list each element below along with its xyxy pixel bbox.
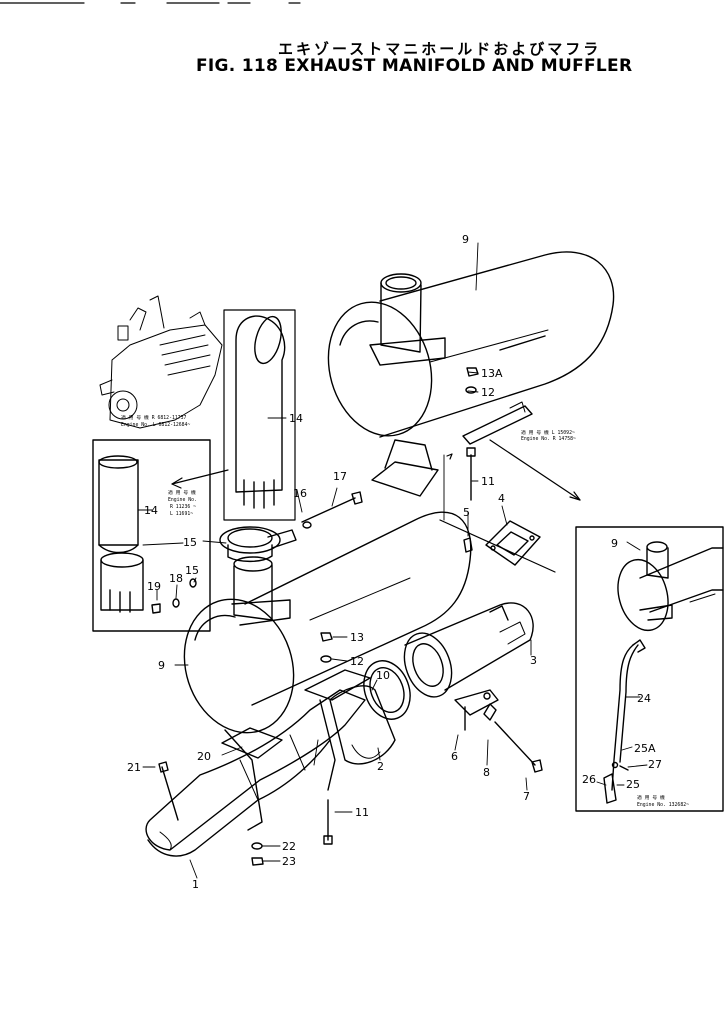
note-left-inset-3: R 11236 ~ <box>170 504 196 510</box>
callout-15-main: 15 <box>183 536 197 549</box>
callout-1: 1 <box>192 878 199 891</box>
callout-17: 17 <box>333 470 347 483</box>
bolt-11-top <box>466 447 476 501</box>
note-inset-2: Engine No. 132682~ <box>637 802 689 808</box>
pointer-arrows <box>171 439 581 573</box>
callout-6: 6 <box>451 750 458 763</box>
clamp-15 <box>219 526 297 563</box>
right-inset-box <box>575 526 724 812</box>
note-left-inset-2: Engine No. <box>168 497 197 503</box>
callout-9-inset: 9 <box>611 537 618 550</box>
washer-16-main <box>302 521 312 529</box>
washer-16-small <box>189 578 197 588</box>
callout-2: 2 <box>377 760 384 773</box>
bolt-21 <box>158 761 179 821</box>
bolt-7 <box>494 721 543 773</box>
callout-26: 26 <box>582 773 596 786</box>
left-inset-box <box>92 439 211 632</box>
gasket-4 <box>485 520 541 566</box>
title-japanese: エキゾーストマニホールドおよびマフラ <box>278 40 602 58</box>
callout-12-mid: 12 <box>350 655 364 668</box>
note-right-2: Engine No. R 14758~ <box>521 436 576 442</box>
bolt-19 <box>151 603 161 614</box>
callout-10: 10 <box>376 669 390 682</box>
callout-12-top: 12 <box>481 386 495 399</box>
callout-labels: 9 14 13A 12 11 17 16 4 5 15 14 19 18 15 … <box>121 233 689 891</box>
engine-thumbnail <box>99 295 223 429</box>
elbow-2 <box>329 660 411 765</box>
callout-21: 21 <box>127 761 141 774</box>
leader-lines <box>137 242 648 879</box>
callout-22: 22 <box>282 840 296 853</box>
figure-title: FIG. 118 EXHAUST MANIFOLD AND MUFFLER <box>196 56 633 76</box>
callout-5: 5 <box>463 506 470 519</box>
callout-25: 25 <box>626 778 640 791</box>
pipe-3 <box>403 602 534 698</box>
nut-23 <box>251 857 264 866</box>
callout-9-top: 9 <box>462 233 469 246</box>
exhaust-manifold-1 <box>145 689 366 857</box>
note-inset-1: 適 用 号 機 <box>637 794 665 801</box>
washer-22 <box>251 842 263 850</box>
callout-3: 3 <box>530 654 537 667</box>
callout-19: 19 <box>147 580 161 593</box>
callout-20: 20 <box>197 750 211 763</box>
callout-9-mid: 9 <box>158 659 165 672</box>
note-right-1: 適 用 号 機 L 15092~ <box>521 429 575 436</box>
note-left-inset-1: 適 用 号 機 <box>168 489 196 496</box>
callout-13: 13 <box>350 631 364 644</box>
callout-25A: 25A <box>634 742 656 755</box>
washer-12-top <box>465 386 477 394</box>
bolt-17 <box>301 491 363 523</box>
nut-13A <box>466 367 479 377</box>
note-left-inset-4: L 11691~ <box>170 511 193 517</box>
callout-13A: 13A <box>481 367 503 380</box>
callout-4: 4 <box>498 492 505 505</box>
upper-muffler <box>327 251 615 497</box>
callout-27: 27 <box>648 758 662 771</box>
callout-7: 7 <box>523 790 530 803</box>
stud-5 <box>463 537 473 553</box>
callout-11-bottom: 11 <box>355 806 369 819</box>
clip-8 <box>483 703 497 721</box>
callout-24: 24 <box>637 692 651 705</box>
exhaust-pipe-14 <box>223 309 296 521</box>
washer-12-mid <box>320 655 332 663</box>
nut-13 <box>320 632 333 642</box>
callout-11-top: 11 <box>481 475 495 488</box>
callout-23: 23 <box>282 855 296 868</box>
note-engine-serial-2: Engine No. L 6812-12684~ <box>121 422 190 428</box>
bracket-6 <box>454 689 499 731</box>
bolt-11-bottom <box>323 799 333 845</box>
note-engine-serial-1: 適 用 号 機 R 6812-11737 <box>121 414 187 421</box>
washer-18 <box>172 598 180 608</box>
callout-8: 8 <box>483 766 490 779</box>
callout-14-inset: 14 <box>144 504 158 517</box>
callout-15-small: 15 <box>185 564 199 577</box>
callout-14-main: 14 <box>289 412 303 425</box>
middle-muffler <box>183 511 472 759</box>
callout-18: 18 <box>169 572 183 585</box>
callout-16-main: 16 <box>293 487 307 500</box>
